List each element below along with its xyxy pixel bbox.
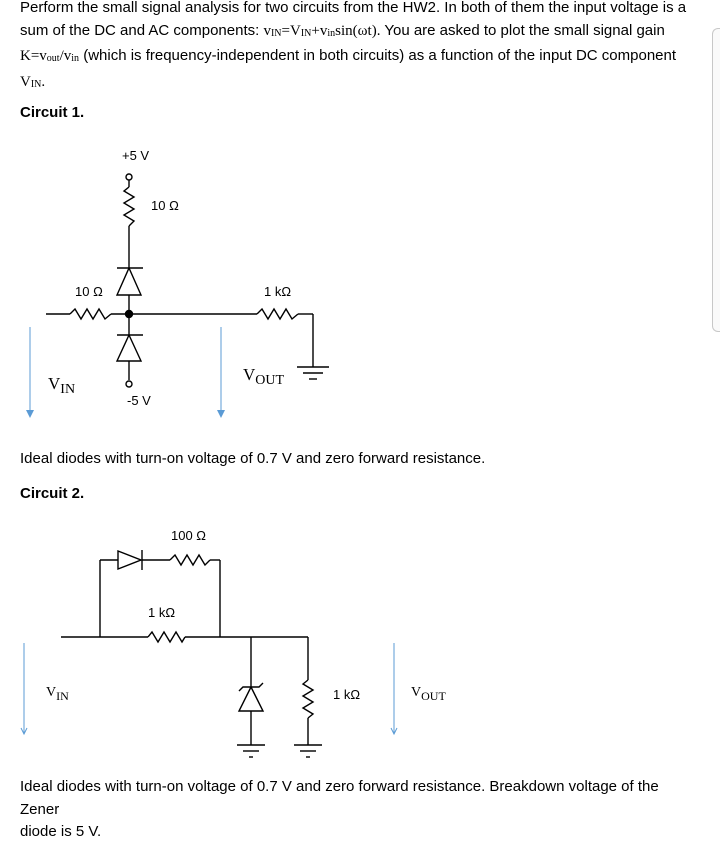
intro-text: You are asked to plot the small signal g… [380, 21, 665, 39]
input-voltage-equation: vIN=VIN+vinsin(ωt). [263, 22, 381, 39]
circuit1-top-resistor [122, 186, 136, 227]
circuit1-vout-arrow [217, 327, 225, 418]
circuit2-note-line-1: Ideal diodes with turn-on voltage of 0.7… [20, 778, 659, 818]
side-panel-edge [712, 28, 720, 332]
circuit1-vin-arrow [26, 327, 34, 418]
circuit2-schematic [20, 549, 398, 758]
circuit1-input-resistor-label: 10 Ω [75, 284, 103, 299]
circuit1-upper-diode [115, 266, 143, 314]
circuit1-neg-terminal [125, 380, 133, 388]
circuit2-series-diode [117, 549, 170, 571]
circuit1-output-resistor [256, 307, 299, 321]
intro-line-2: sum of the DC and AC components: vIN=VIN… [20, 20, 700, 46]
circuit1-heading: Circuit 1. [20, 104, 85, 121]
circuit2-100ohm-resistor [169, 553, 211, 567]
circuit1-top-resistor-label: 10 Ω [151, 198, 179, 213]
ground-icon [237, 744, 265, 758]
circuit2-1k-series-resistor [147, 630, 186, 644]
ground-icon [297, 366, 329, 380]
circuit2-load-resistor-label: 1 kΩ [333, 687, 361, 702]
circuit1-lower-diode [115, 314, 143, 380]
intro-paragraph: Perform the small signal analysis for tw… [20, 0, 700, 96]
intro-line-4: VIN. [20, 73, 46, 90]
circuit2-note-line-2: diode is 5 V. [20, 823, 102, 840]
intro-text: sum of the DC and AC components: [20, 21, 264, 39]
circuit2-load-resistor [301, 679, 315, 719]
ground-icon [294, 744, 322, 758]
circuit2-heading: Circuit 2. [20, 485, 85, 502]
circuit2-note: Ideal diodes with turn-on voltage of 0.7… [20, 776, 700, 844]
circuit2-vin-arrow [20, 643, 28, 736]
circuit1-vout-label: VOUT [243, 365, 285, 388]
circuit1-neg-supply-label: -5 V [127, 393, 151, 408]
circuit1-output-resistor-label: 1 kΩ [264, 284, 292, 299]
circuit1-pos-supply-label: +5 V [122, 148, 150, 163]
circuit2-series-resistor-label: 1 kΩ [148, 605, 176, 620]
circuit2-100ohm-label: 100 Ω [171, 528, 207, 543]
circuit2-vout-arrow [390, 643, 398, 736]
gain-equation: K=vout/vin [20, 48, 80, 64]
circuit1-note: Ideal diodes with turn-on voltage of 0.7… [20, 450, 486, 467]
circuit1-vin-label: VIN [48, 374, 76, 397]
circuit2-vout-label: VOUT [411, 685, 446, 703]
circuit2-zener-diode [237, 682, 265, 745]
circuit1-input-resistor [69, 307, 112, 321]
circuit1-schematic [26, 173, 329, 418]
circuit2-vin-label: VIN [46, 685, 69, 703]
intro-line-1: Perform the small signal analysis for tw… [20, 0, 687, 16]
intro-text: (which is frequency-independent in both … [79, 47, 677, 64]
intro-line-3: K=vout/vin (which is frequency-independe… [20, 45, 700, 71]
circuit1-pos-terminal [125, 173, 133, 181]
